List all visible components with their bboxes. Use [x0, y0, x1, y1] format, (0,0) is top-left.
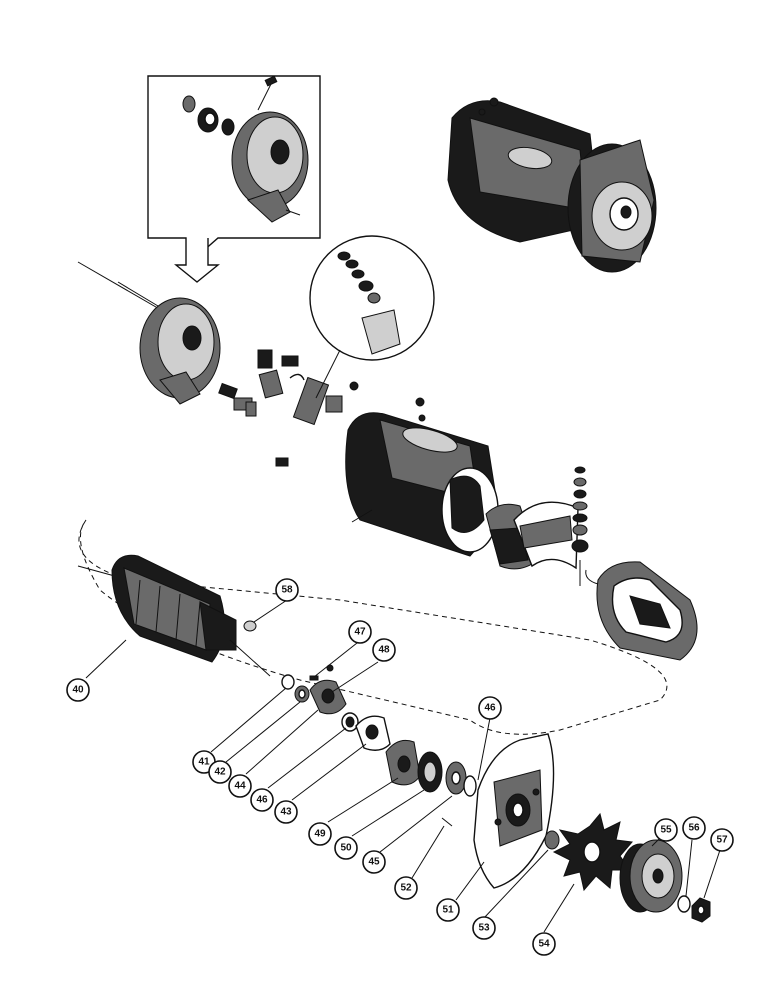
callout-50: 50 [334, 836, 358, 860]
inset-detail-box [147, 75, 321, 283]
callout-44: 44 [228, 774, 252, 798]
pole-shoes [485, 501, 579, 570]
fan [552, 812, 633, 892]
end-frame-assembly [77, 261, 221, 405]
svg-text:56: 56 [688, 823, 700, 834]
callout-57: 57 [710, 828, 734, 852]
svg-text:50: 50 [340, 843, 352, 854]
field-coils [585, 561, 698, 661]
svg-text:49: 49 [314, 829, 326, 840]
svg-text:51: 51 [442, 905, 454, 916]
callout-56: 56 [682, 816, 706, 840]
nut-57 [691, 897, 711, 923]
washer-56 [677, 895, 691, 913]
svg-text:45: 45 [368, 857, 380, 868]
svg-text:55: 55 [660, 825, 672, 836]
circle-zoom-detail [309, 235, 435, 399]
callout-58: 58 [275, 578, 299, 602]
drive-end-frame [473, 733, 555, 889]
bearing-retainer-parts [281, 664, 391, 751]
callout-53: 53 [472, 916, 496, 940]
svg-text:47: 47 [354, 627, 366, 638]
svg-text:52: 52 [400, 883, 412, 894]
svg-text:46: 46 [484, 703, 496, 714]
svg-text:43: 43 [280, 807, 292, 818]
svg-text:58: 58 [281, 585, 293, 596]
brush-holder-parts [218, 349, 359, 467]
callout-47: 47 [348, 620, 372, 644]
callout-46-upper: 46 [478, 696, 502, 720]
svg-text:57: 57 [716, 835, 728, 846]
callout-42: 42 [208, 760, 232, 784]
callout-55: 55 [654, 818, 678, 842]
svg-text:53: 53 [478, 923, 490, 934]
callout-48: 48 [372, 638, 396, 662]
svg-text:41: 41 [198, 757, 210, 768]
armature [77, 554, 271, 677]
callout-45: 45 [362, 850, 386, 874]
svg-text:48: 48 [378, 645, 390, 656]
assembled-generator [447, 97, 657, 273]
callout-52: 52 [394, 876, 418, 900]
callout-54: 54 [532, 932, 556, 956]
svg-text:46: 46 [256, 795, 268, 806]
callout-leaders [85, 599, 721, 933]
field-frame-housing [345, 397, 501, 557]
svg-text:42: 42 [214, 767, 226, 778]
callout-51: 51 [436, 898, 460, 922]
terminal-hardware-stack [571, 466, 589, 586]
bearing-assembly [385, 739, 477, 827]
callout-46-lower: 46 [250, 788, 274, 812]
callout-43: 43 [274, 800, 298, 824]
spacer-53 [544, 830, 560, 850]
svg-text:40: 40 [72, 685, 84, 696]
svg-text:44: 44 [234, 781, 246, 792]
callout-49: 49 [308, 822, 332, 846]
callout-40: 40 [66, 678, 90, 702]
svg-text:54: 54 [538, 939, 550, 950]
pulley [619, 839, 683, 913]
ball-58 [243, 620, 257, 632]
